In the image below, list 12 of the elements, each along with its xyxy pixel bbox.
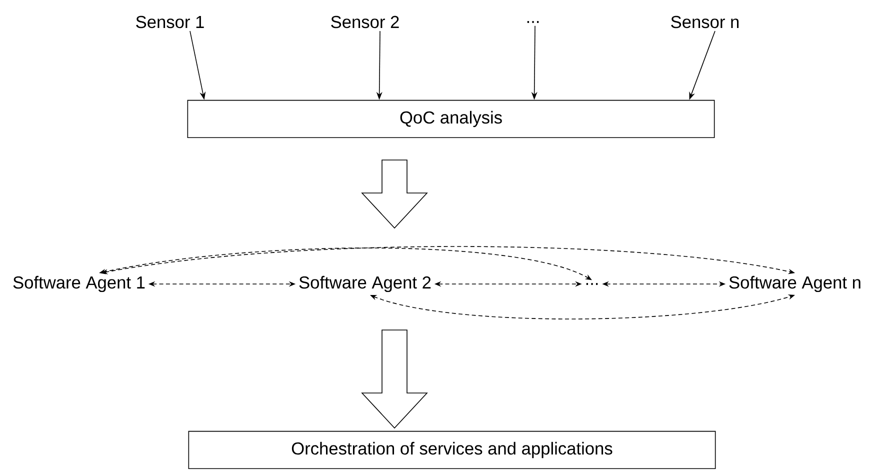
- label-text: Software Agent n: [729, 276, 860, 292]
- label-text: ...: [527, 21, 539, 23]
- label-text: Software Agent 1: [13, 276, 145, 292]
- process-box: Orchestration of services and applications: [188, 430, 716, 470]
- block-arrow: [361, 330, 428, 429]
- process-box: QoC analysis: [187, 100, 715, 138]
- label-text: Sensor n: [671, 16, 739, 28]
- label-text: Software Agent 2: [299, 276, 431, 292]
- block-arrow: [361, 160, 428, 229]
- label-text: Sensor 2: [331, 16, 399, 28]
- label-text: ...: [586, 283, 598, 285]
- label-text: Sensor 1: [136, 16, 204, 28]
